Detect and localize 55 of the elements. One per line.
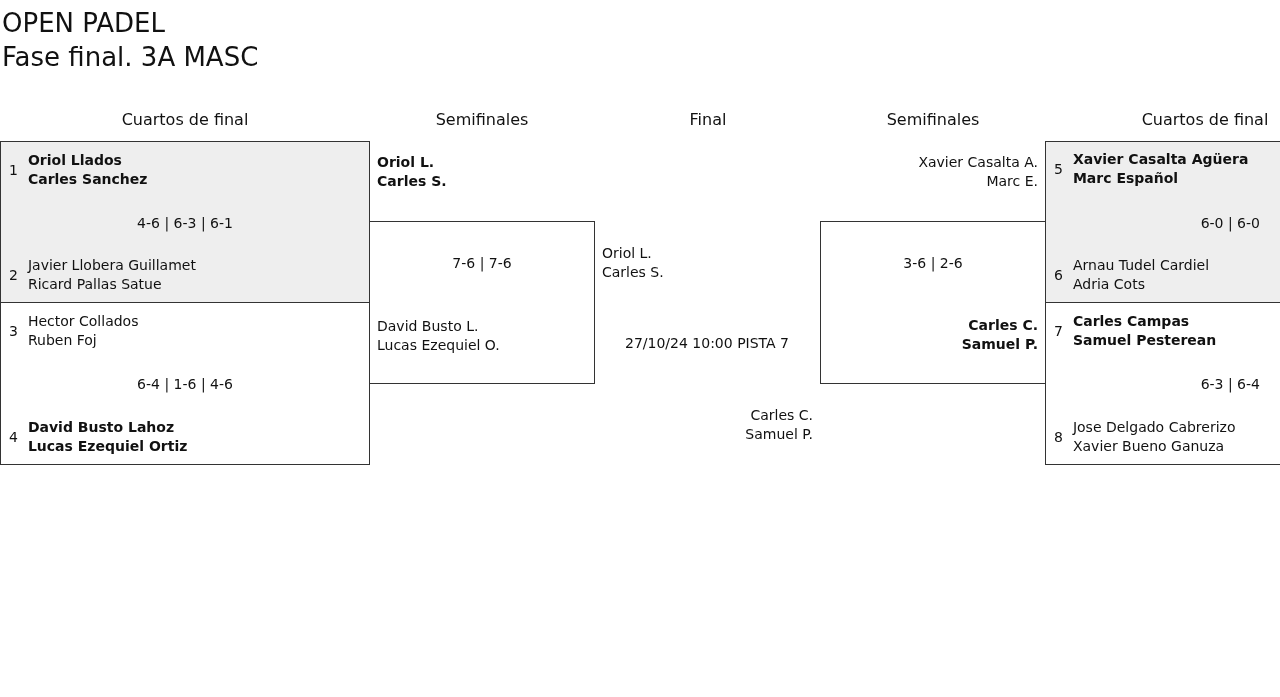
finalist-name: Samuel P. — [745, 425, 813, 444]
match-box — [0, 141, 370, 303]
match-box — [369, 221, 595, 384]
player-name: Xavier Bueno Ganuza — [1072, 437, 1226, 456]
player-name: Adria Cots — [1072, 275, 1146, 294]
title: OPEN PADEL — [2, 7, 166, 40]
score-text: 3-6 | 2-6 — [902, 254, 964, 273]
score-text: 4-6 | 6-3 | 6-1 — [136, 214, 234, 233]
seed-number: 1 — [9, 160, 18, 180]
seed-number: 2 — [9, 265, 18, 285]
round-heading: Semifinales — [886, 110, 980, 129]
seed-number: 6 — [1054, 265, 1063, 285]
score-text: 6-4 | 1-6 | 4-6 — [136, 375, 234, 394]
subtitle: Fase final. 3A MASC — [2, 41, 259, 74]
player-name: David Busto Lahoz — [27, 418, 176, 437]
match-box — [0, 302, 370, 465]
seed-number: 7 — [1054, 321, 1063, 341]
finalist-name: Carles C. — [750, 406, 813, 425]
player-name: Hector Collados — [27, 312, 139, 331]
seed-number: 3 — [9, 321, 18, 341]
player-name: Ruben Foj — [27, 331, 98, 350]
player-name: Carles C. — [967, 316, 1038, 335]
match-schedule: 27/10/24 10:00 PISTA 7 — [625, 334, 789, 353]
player-name: Samuel P. — [961, 335, 1038, 354]
finalist-name: Oriol L. — [602, 244, 652, 263]
player-name: Marc E. — [985, 172, 1038, 191]
score-text: 6-3 | 6-4 — [1199, 375, 1261, 394]
player-name: Oriol L. — [377, 153, 436, 172]
player-name: Javier Llobera Guillamet — [27, 256, 196, 275]
player-name: Oriol Llados — [27, 151, 123, 170]
seed-number: 8 — [1054, 427, 1063, 447]
player-name: Xavier Casalta A. — [918, 153, 1038, 172]
match-box — [1045, 141, 1280, 303]
score-text: 7-6 | 7-6 — [451, 254, 513, 273]
finalist-name: Carles S. — [602, 263, 664, 282]
player-name: Marc Español — [1072, 169, 1180, 188]
score-text: 6-0 | 6-0 — [1199, 214, 1261, 233]
match-box — [820, 221, 1046, 384]
player-name: Xavier Casalta Agüera — [1072, 150, 1249, 169]
player-name: Carles S. — [377, 172, 447, 191]
round-heading: Cuartos de final — [1141, 110, 1269, 129]
player-name: Lucas Ezequiel Ortiz — [27, 437, 188, 456]
round-heading: Semifinales — [435, 110, 529, 129]
player-name: David Busto L. — [377, 317, 480, 336]
player-name: Carles Campas — [1072, 312, 1191, 331]
player-name: Ricard Pallas Satue — [27, 275, 163, 294]
player-name: Arnau Tudel Cardiel — [1072, 256, 1210, 275]
player-name: Samuel Pesterean — [1072, 331, 1217, 350]
round-heading: Cuartos de final — [121, 110, 249, 129]
seed-number: 4 — [9, 427, 18, 447]
player-name: Jose Delgado Cabrerizo — [1072, 418, 1236, 437]
round-heading: Final — [689, 110, 727, 129]
player-name: Carles Sanchez — [27, 170, 148, 189]
player-name: Lucas Ezequiel O. — [377, 336, 500, 355]
seed-number: 5 — [1054, 159, 1063, 179]
